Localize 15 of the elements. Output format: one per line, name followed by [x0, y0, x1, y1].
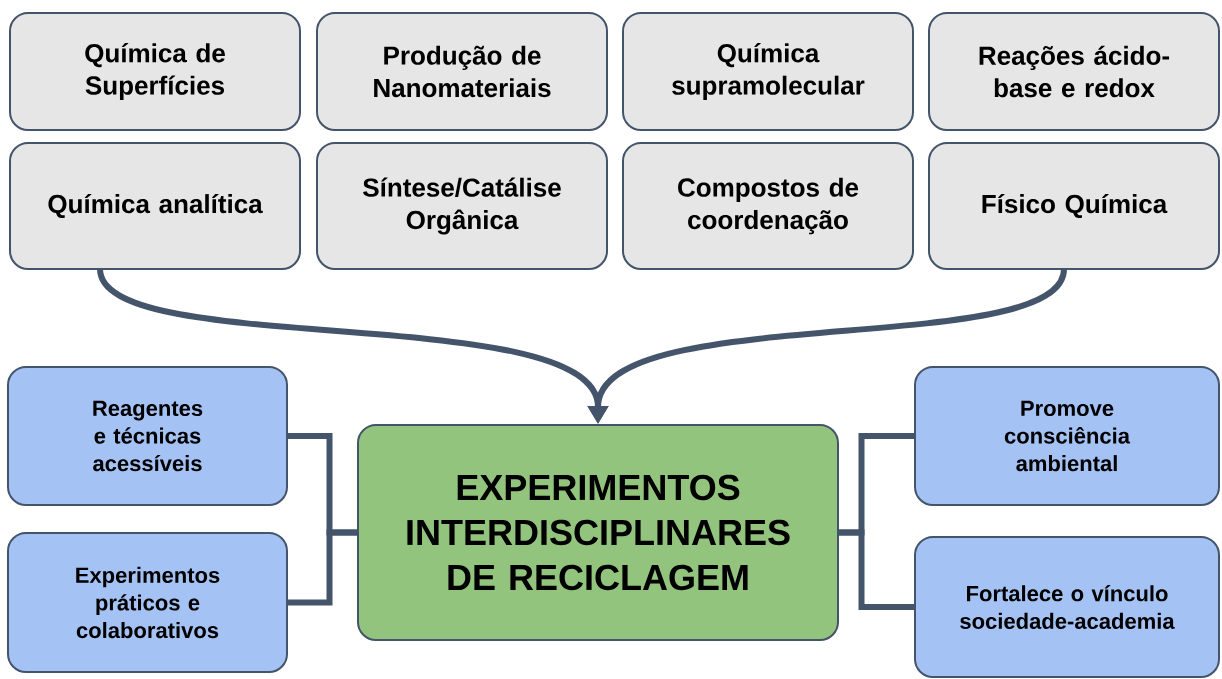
topic-box: Reações ácido-base e redox	[928, 12, 1220, 131]
benefit-box: Reagentes e técnicas acessíveis	[7, 366, 288, 506]
topic-box: Físico Química	[928, 142, 1220, 270]
topic-box: Química analítica	[9, 142, 301, 270]
topic-box: Síntese/Catálise Orgânica	[316, 142, 608, 270]
benefit-box: Fortalece o vínculo sociedade-academia	[914, 536, 1220, 678]
topic-box: Química de Superfícies	[9, 12, 301, 131]
connector	[288, 529, 357, 606]
center-box: EXPERIMENTOS INTERDISCIPLINARES DE RECICLAGEM	[357, 424, 839, 641]
topic-box: Química supramolecular	[622, 12, 914, 131]
connector	[839, 529, 914, 610]
topic-box: Produção de Nanomateriais	[316, 12, 608, 131]
topic-box: Compostos de coordenação	[622, 142, 914, 270]
benefit-box: Promove consciência ambiental	[914, 366, 1220, 506]
benefit-box: Experimentos práticos e colaborativos	[7, 532, 288, 673]
